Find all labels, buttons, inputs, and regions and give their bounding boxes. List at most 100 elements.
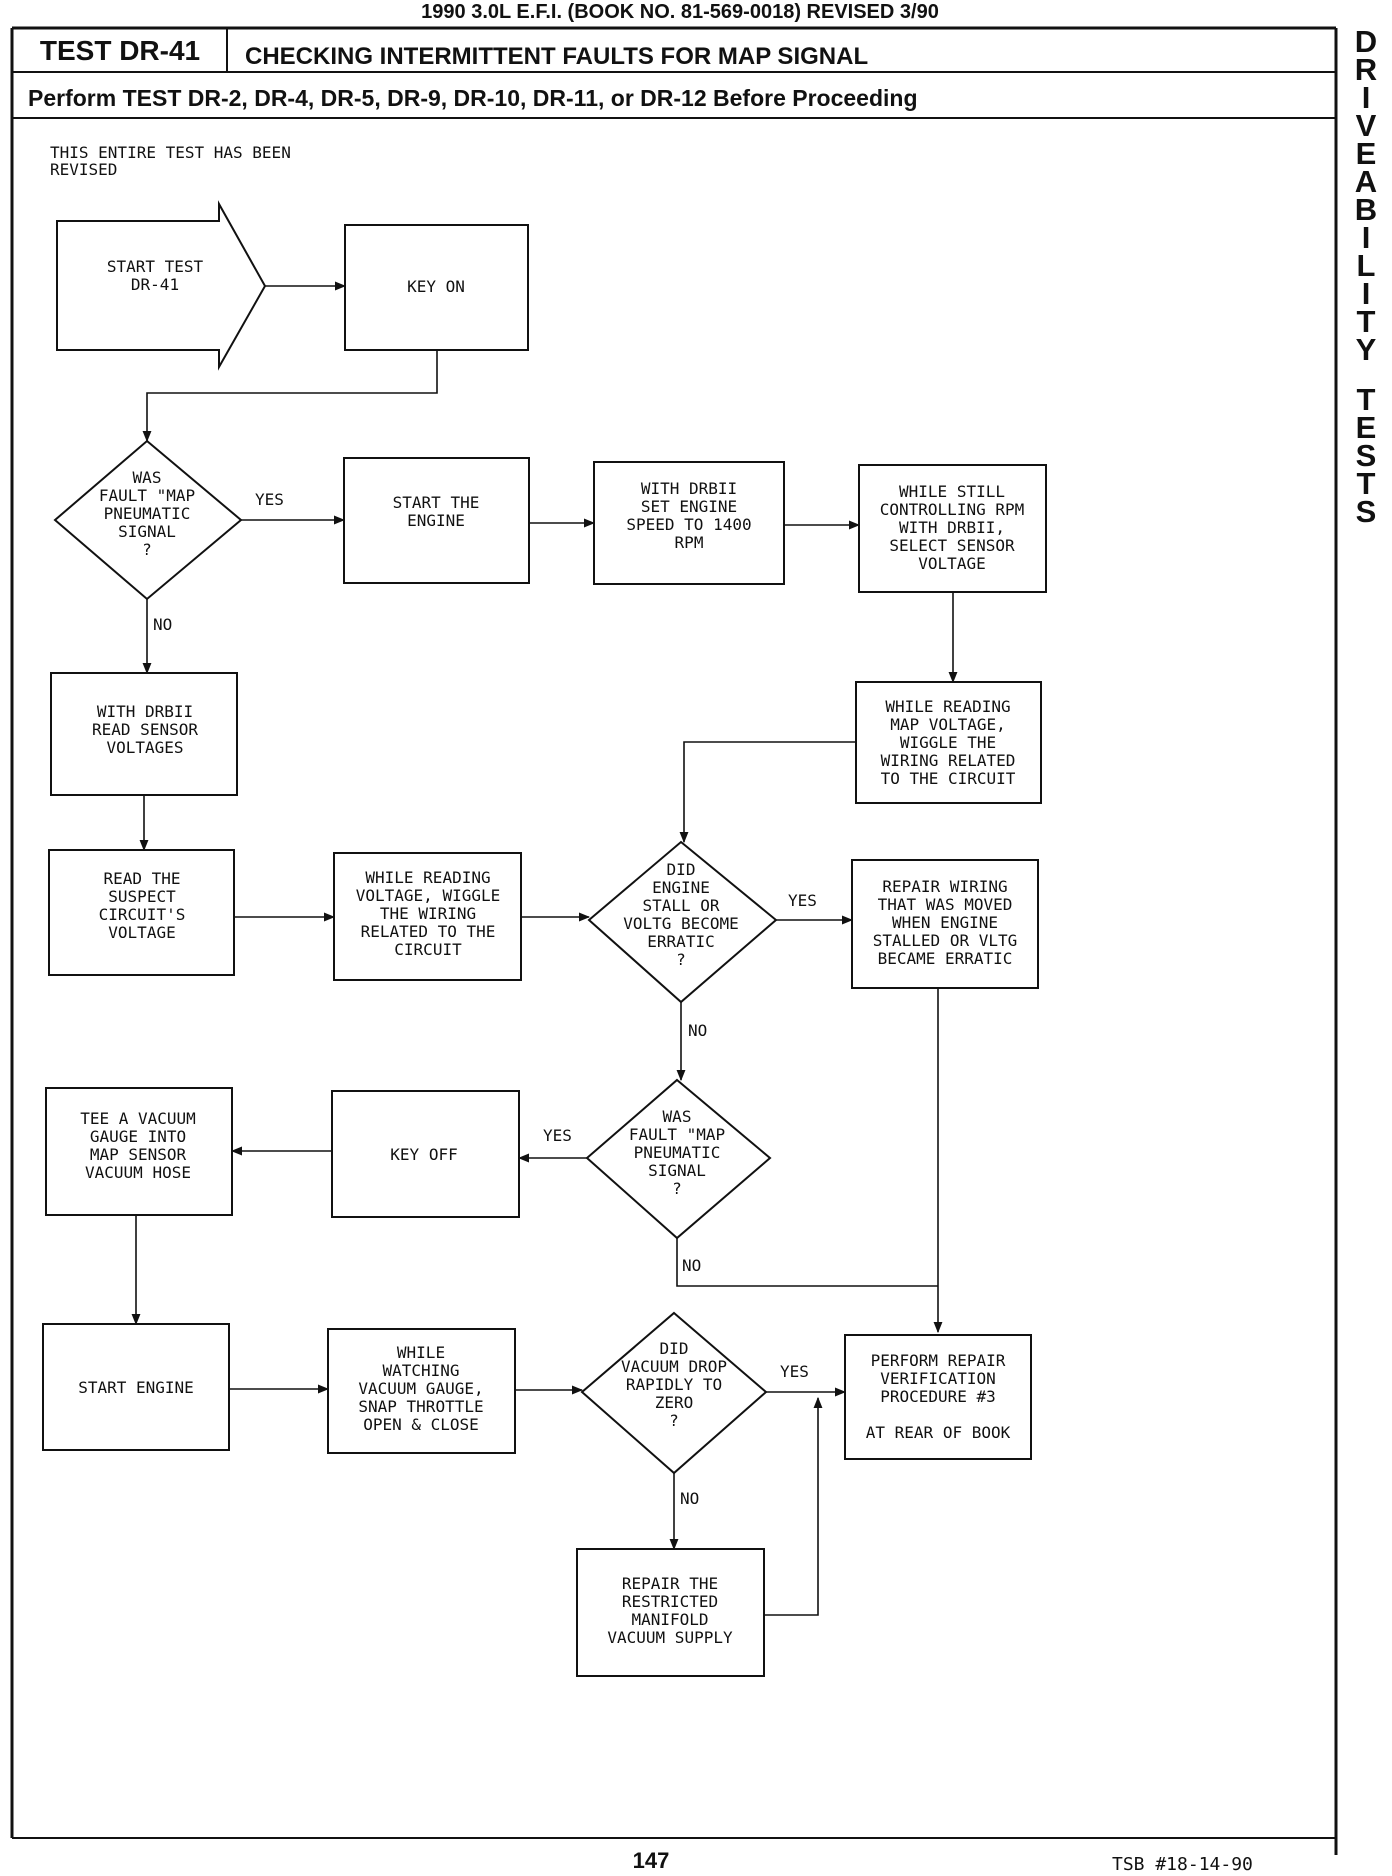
key-on-text: KEY ON [407,277,465,296]
snap-throttle-box [327,1328,516,1454]
connectors [131,281,958,1616]
tee-gauge-line: GAUGE INTO [90,1127,186,1146]
repair-wiring-box [851,859,1039,989]
repair-vacuum-line: REPAIR THE [622,1574,718,1593]
repair-wiring-line: WHEN ENGINE [892,913,998,932]
side-title-letter: B [1355,192,1377,227]
start-engine-2-box [42,1323,230,1451]
read-voltages-line: READ SENSOR [92,720,198,739]
wiggle-wiring-line: WHILE READING [365,868,490,887]
repair-verification-line: PROCEDURE #3 [880,1387,996,1406]
start-engine-2-line: START ENGINE [78,1378,194,1397]
wiggle-wiring-line: RELATED TO THE [361,922,496,941]
side-title-letter: V [1356,108,1377,143]
label-no-3: NO [682,1256,701,1275]
label-no-4: NO [680,1489,699,1508]
repair-wiring-line: BECAME ERRATIC [878,949,1013,968]
set-speed-line: RPM [675,533,704,552]
vacuum-drop-line: DID [660,1339,689,1358]
read-voltages-box [50,672,238,796]
label-yes-3: YES [543,1126,572,1145]
key-off-text: KEY OFF [390,1145,457,1164]
fault-pneumatic-1-line: SIGNAL [118,522,176,541]
repair-wiring-line: REPAIR WIRING [882,877,1007,896]
set-speed-box [593,461,785,585]
page-frame [10,26,1338,1855]
label-no-2: NO [688,1021,707,1040]
prerequisite-line: Perform TEST DR-2, DR-4, DR-5, DR-9, DR-… [28,85,918,111]
tee-gauge-box [45,1087,233,1216]
side-title-letter: I [1362,276,1371,311]
side-title-letter: T [1357,304,1376,339]
stall-decision-line: ENGINE [652,878,710,897]
test-id: TEST DR-41 [40,35,200,66]
fault-pneumatic-2-diamond [585,1078,772,1240]
snap-throttle-line: OPEN & CLOSE [363,1415,479,1434]
start-engine-2-text: START ENGINE [78,1378,194,1397]
page-number: 147 [633,1848,670,1873]
fault-pneumatic-1-line: PNEUMATIC [104,504,191,523]
fault-pneumatic-1-line: WAS [133,468,162,487]
label-yes-2: YES [788,891,817,910]
read-voltages-line: VOLTAGES [106,738,183,757]
stall-decision-line: DID [667,860,696,879]
side-title-letter: S [1356,438,1377,473]
tee-gauge-line: VACUUM HOSE [85,1163,191,1182]
side-title-letter: T [1357,466,1376,501]
fault-pneumatic-1-diamond [53,439,243,601]
wiggle-map-line: MAP VOLTAGE, [890,715,1006,734]
snap-throttle-line: VACUUM GAUGE, [358,1379,483,1398]
wiggle-wiring-line: VOLTAGE, WIGGLE [356,886,501,905]
set-speed-line: SPEED TO 1400 [626,515,751,534]
revision-note-line: REVISED [50,160,117,179]
repair-verification-line: AT REAR OF BOOK [866,1423,1011,1442]
stall-decision-diamond [587,840,778,1004]
repair-vacuum-line: VACUUM SUPPLY [607,1628,733,1647]
label-yes-1: YES [255,490,284,509]
key-off-box [331,1090,520,1218]
fault-pneumatic-2-line: WAS [663,1107,692,1126]
side-title-letter: I [1362,80,1371,115]
repair-verification-line: PERFORM REPAIR [871,1351,1006,1370]
side-title-letter: E [1356,136,1377,171]
select-voltage-line: CONTROLLING RPM [880,500,1025,519]
repair-wiring-line: STALLED OR VLTG [873,931,1018,950]
wiggle-map-line: WHILE READING [885,697,1010,716]
repair-verification-line: VERIFICATION [880,1369,996,1388]
read-suspect-line: SUSPECT [108,887,176,906]
stall-decision-line: VOLTG BECOME [623,914,739,933]
read-suspect-line: CIRCUIT'S [99,905,186,924]
repair-wiring-line: THAT WAS MOVED [878,895,1013,914]
set-speed-line: WITH DRBII [641,479,737,498]
set-speed-line: SET ENGINE [641,497,737,516]
fault-pneumatic-1-line: ? [142,540,152,559]
stall-decision-line: STALL OR [642,896,719,915]
side-title-letter: R [1355,52,1377,87]
snap-throttle-line: WATCHING [382,1361,459,1380]
snap-throttle-line: WHILE [397,1343,445,1362]
side-title-letter: L [1357,248,1376,283]
repair-vacuum-line: MANIFOLD [631,1610,708,1629]
select-voltage-line: WHILE STILL [899,482,1005,501]
key-on-line: KEY ON [407,277,465,296]
repair-vacuum-box [576,1548,765,1677]
vacuum-drop-line: VACUUM DROP [621,1357,727,1376]
fault-pneumatic-2-line: PNEUMATIC [634,1143,721,1162]
fault-pneumatic-1-line: FAULT "MAP [99,486,195,505]
start-engine-1-line: ENGINE [407,511,465,530]
select-voltage-line: WITH DRBII, [899,518,1005,537]
snap-throttle-line: SNAP THROTTLE [358,1397,483,1416]
fault-pneumatic-2-line: SIGNAL [648,1161,706,1180]
